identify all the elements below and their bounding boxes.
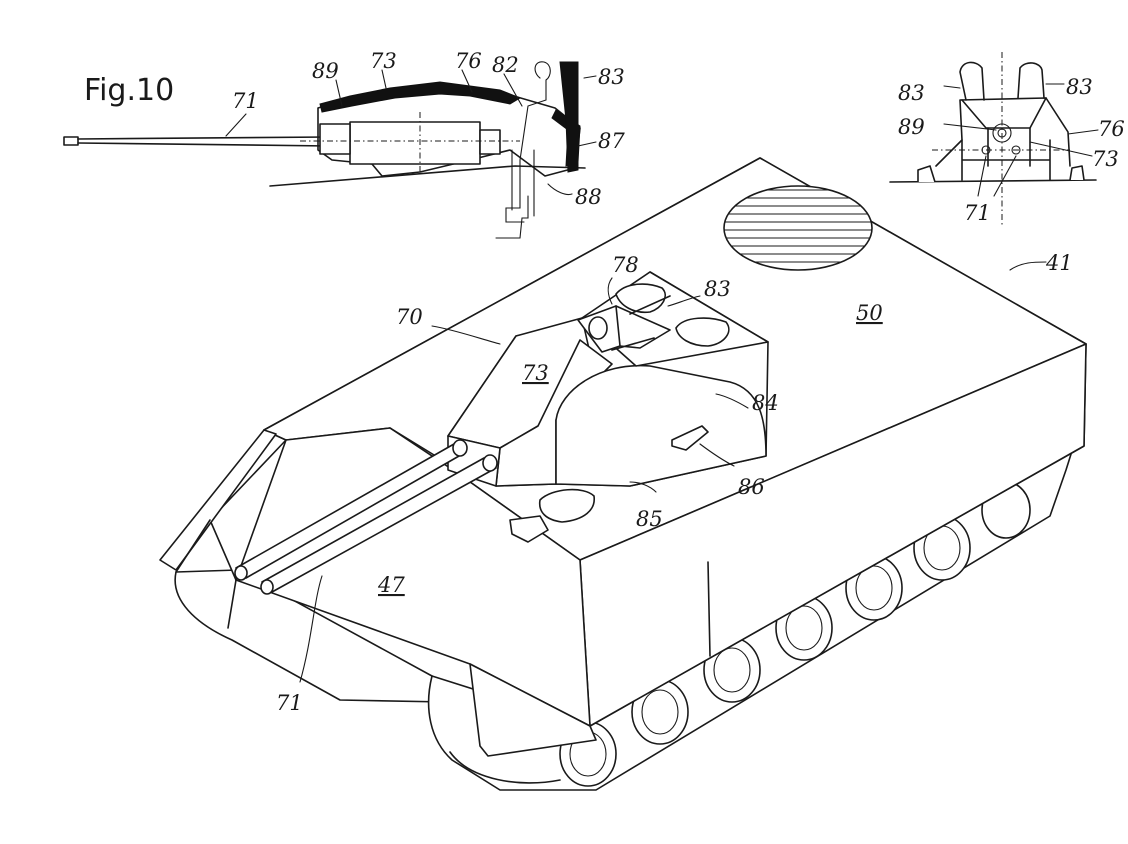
front-axes <box>932 52 1070 226</box>
side-ground-line <box>269 165 586 187</box>
label-86: 86 <box>738 475 765 499</box>
side-breech-end <box>479 129 501 155</box>
front-left-skid <box>917 165 936 183</box>
front-barrel-right <box>1011 145 1021 155</box>
turret <box>447 271 769 543</box>
leader-main-71 <box>299 575 323 683</box>
stowage-box-86 <box>671 425 709 451</box>
road-wheel-hub <box>785 605 823 651</box>
side-gun-barrel <box>77 136 331 147</box>
label-76-side: 76 <box>455 49 482 73</box>
main-vehicle: 41 78 83 70 50 73 84 86 85 47 71 <box>159 157 1087 791</box>
label-84: 84 <box>752 391 779 415</box>
label-85: 85 <box>636 507 663 531</box>
side-crew-figure <box>505 61 551 223</box>
label-71-side: 71 <box>232 89 259 113</box>
leader-main-86 <box>699 443 735 467</box>
turret-cheek-84 <box>555 364 767 487</box>
front-turret-outline <box>935 97 1071 167</box>
side-mantlet <box>319 123 351 155</box>
side-breech-block <box>349 121 481 165</box>
sight-ring <box>588 316 608 340</box>
engine-hatch-ellipse <box>723 185 873 271</box>
leader-front-71 <box>977 155 1017 197</box>
label-83-side: 83 <box>598 65 625 89</box>
leader-main-84 <box>715 393 749 409</box>
side-crew-legs <box>495 195 529 239</box>
driver-hatch <box>538 488 595 523</box>
track-lower-curve <box>449 751 561 784</box>
label-88-side: 88 <box>575 185 602 209</box>
periscope-block <box>509 515 549 543</box>
label-73-side: 73 <box>370 49 397 73</box>
side-seat-lines <box>511 149 535 217</box>
side-armour-top <box>319 81 522 113</box>
fender-left <box>159 429 277 571</box>
leader-main-85 <box>629 481 657 493</box>
front-mantlet <box>987 127 1031 167</box>
road-wheel-hub <box>641 689 679 735</box>
leader-side-71 <box>225 113 247 137</box>
leader-front-73 <box>1029 141 1093 157</box>
leader-side-82 <box>503 73 523 107</box>
hull-glacis <box>209 427 591 727</box>
side-muzzle <box>63 136 79 146</box>
leader-side-76 <box>461 69 473 93</box>
label-76-front: 76 <box>1098 117 1125 141</box>
turret-hatch-left <box>615 283 666 314</box>
leader-front-89 <box>943 123 997 131</box>
label-89-front: 89 <box>898 115 925 139</box>
road-wheel-hub <box>855 565 893 611</box>
hull-side-seam <box>707 561 711 657</box>
leader-front-83-left <box>943 85 961 89</box>
barrel-lower-root <box>482 454 498 472</box>
label-73-front: 73 <box>1092 147 1119 171</box>
turret-hatch-right <box>675 317 730 347</box>
leader-side-83 <box>583 75 597 79</box>
leader-side-88 <box>547 183 573 196</box>
engine-hatch <box>723 185 873 271</box>
label-71-front: 71 <box>964 201 991 225</box>
sight-strut <box>611 295 671 351</box>
label-50: 50 <box>856 301 883 325</box>
label-83-front-left: 83 <box>898 81 925 105</box>
side-view: Fig.10 71 89 73 76 8 <box>63 49 625 239</box>
label-89-side: 89 <box>312 59 339 83</box>
gun-barrels <box>234 439 498 595</box>
barrel-lower-muzzle <box>260 579 274 595</box>
front-lower-edges <box>175 519 237 629</box>
barrel-upper-muzzle <box>234 565 248 581</box>
label-70: 70 <box>396 305 423 329</box>
label-87-side: 87 <box>598 129 625 153</box>
leader-side-87 <box>577 141 597 147</box>
leader-main-83 <box>667 295 701 307</box>
leader-side-73 <box>381 69 387 89</box>
fender-right-front <box>469 663 597 757</box>
label-82-side: 82 <box>492 53 519 77</box>
front-turret-top <box>961 97 1047 129</box>
figure-title: Fig.10 <box>84 73 174 108</box>
label-71-main: 71 <box>276 691 303 715</box>
barrel-upper-root <box>452 439 468 457</box>
front-hatch-left <box>959 61 985 101</box>
front-right-skid <box>1069 165 1085 181</box>
label-41: 41 <box>1045 251 1073 275</box>
label-47: 47 <box>377 573 405 597</box>
road-wheel-hub <box>713 647 751 693</box>
side-hatch-plate <box>559 61 579 173</box>
label-83-front-right: 83 <box>1066 75 1093 99</box>
label-78: 78 <box>612 253 639 277</box>
leader-side-89 <box>335 79 343 107</box>
front-view: 83 83 89 76 73 71 <box>889 52 1125 226</box>
leader-main-41 <box>1009 261 1047 271</box>
leader-main-70 <box>431 325 501 345</box>
leader-front-76 <box>1067 129 1099 135</box>
label-83-main: 83 <box>704 277 731 301</box>
label-73-main: 73 <box>522 361 549 385</box>
leader-main-78 <box>607 277 613 305</box>
front-hatch-right <box>1017 62 1045 99</box>
engine-hatch-hatching <box>724 189 872 263</box>
